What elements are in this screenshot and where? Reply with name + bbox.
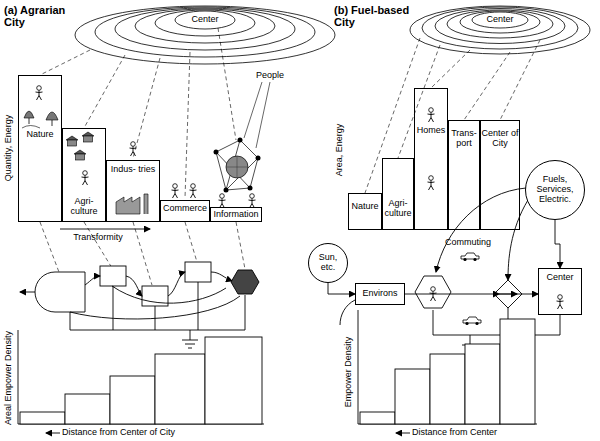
bar-box: Trans- port: [448, 120, 480, 230]
axis-label: Areal Empower Density: [4, 331, 14, 425]
panel-heading: (a) Agrarian City: [4, 4, 78, 28]
bar-box: Information: [210, 207, 262, 222]
node-text: Center: [539, 273, 581, 283]
bar-box: Commerce: [160, 200, 210, 222]
node-text: Center of City: [481, 129, 519, 149]
source-circle: Fuels, Services, Electric.: [525, 160, 585, 220]
storage-box: Environs: [355, 283, 405, 305]
bar-box: Center of City: [480, 120, 520, 230]
bar-box: Agri- culture: [62, 128, 106, 222]
axis-label: Quantity, Energy: [4, 115, 14, 181]
flow-connector: [555, 220, 560, 268]
bar-box: Nature: [348, 193, 382, 230]
bar-box: Indus- tries: [106, 160, 160, 222]
node-text: Environs: [362, 289, 397, 299]
node-text: Information: [211, 210, 261, 220]
center-label: Center: [480, 15, 520, 25]
panel-heading: (b) Fuel-based City: [334, 4, 422, 28]
center-label: Center: [185, 15, 225, 25]
node-text: Agri- culture: [383, 199, 413, 219]
people-label: People: [250, 71, 290, 81]
bar-box: Homes: [414, 88, 448, 230]
flow-connector: [328, 283, 355, 294]
axis-label: Transformity: [58, 233, 138, 243]
node-text: Homes: [415, 126, 447, 136]
axis-label: Area, Energy: [335, 124, 345, 177]
node-text: Agri- culture: [63, 197, 105, 217]
axis-label: Empower Density: [344, 337, 354, 408]
bar-box: Nature: [18, 75, 62, 222]
node-text: Nature: [19, 130, 61, 140]
node-text: Commerce: [161, 204, 209, 214]
flow-label: Commuting: [436, 238, 500, 248]
axis-label: Distance from Center of City: [62, 428, 222, 438]
consumer-box: Center: [538, 268, 582, 315]
node-text: Indus- tries: [107, 165, 159, 175]
flow-connector: [405, 294, 538, 295]
bar-box: Agri- culture: [382, 158, 414, 230]
node-text: Fuels, Services, Electric.: [528, 175, 582, 205]
axis-label: Distance from Center: [412, 428, 542, 438]
source-circle: Sun, etc.: [308, 243, 348, 283]
node-text: Sun, etc.: [311, 253, 345, 273]
node-text: Trans- port: [449, 129, 479, 149]
node-text: Nature: [349, 202, 381, 212]
